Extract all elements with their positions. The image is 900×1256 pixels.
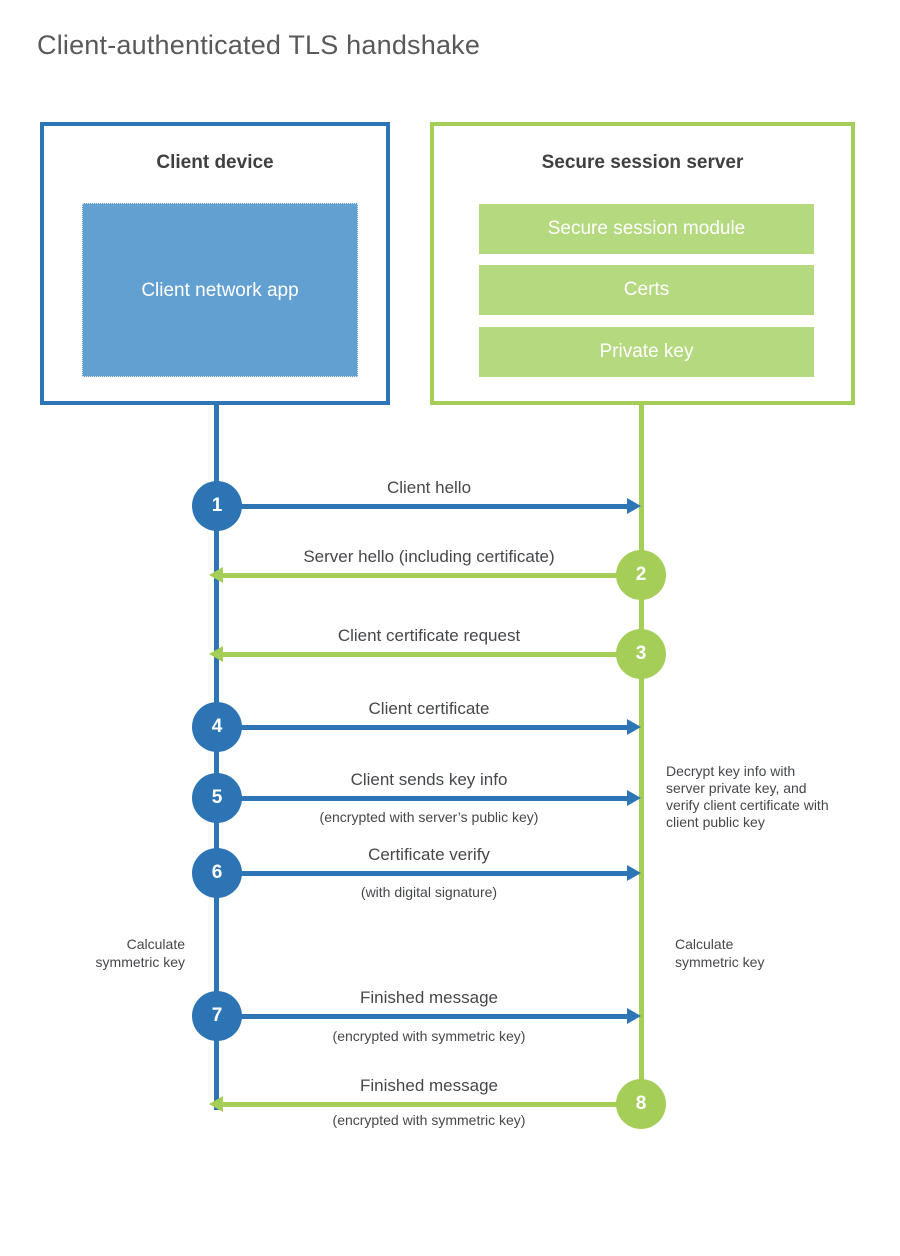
- step-circle-6: 6: [192, 848, 242, 898]
- arrow-left-icon: [209, 567, 223, 583]
- message-label: Certificate verify: [368, 845, 490, 864]
- message-arrow: [222, 652, 641, 657]
- calculate-symmetric-key-server: Calculate symmetric key: [675, 936, 765, 970]
- message-arrow: [222, 1102, 641, 1107]
- message-label: Client hello: [386, 478, 472, 497]
- message-sublabel: (with digital signature): [360, 884, 498, 900]
- server-module-certs: Certs: [479, 265, 814, 315]
- arrow-right-icon: [627, 1008, 641, 1024]
- step-circle-1: 1: [192, 481, 242, 531]
- message-sublabel: (encrypted with server’s public key): [319, 809, 539, 825]
- step-circle-3: 3: [616, 629, 666, 679]
- message-label: Client certificate: [368, 699, 490, 718]
- arrow-right-icon: [627, 498, 641, 514]
- message-label: Finished message: [360, 1076, 498, 1095]
- message-label: Server hello (including certificate): [303, 547, 555, 566]
- secure-session-server-box: Secure session server Secure session mod…: [430, 122, 855, 405]
- message-arrow: [217, 871, 629, 876]
- arrow-right-icon: [627, 865, 641, 881]
- calculate-symmetric-key-client: Calculate symmetric key: [95, 936, 185, 970]
- arrow-right-icon: [627, 790, 641, 806]
- message-arrow: [222, 573, 641, 578]
- step-circle-8: 8: [616, 1079, 666, 1129]
- message-sublabel: (encrypted with symmetric key): [332, 1112, 526, 1128]
- message-label: Client certificate request: [337, 626, 521, 645]
- server-module-private-key: Private key: [479, 327, 814, 377]
- message-arrow: [217, 796, 629, 801]
- client-device-box: Client device Client network app: [40, 122, 390, 405]
- arrow-right-icon: [627, 719, 641, 735]
- decrypt-key-note: Decrypt key info with server private key…: [666, 763, 829, 830]
- step-circle-7: 7: [192, 991, 242, 1041]
- client-lifeline: [214, 405, 219, 1110]
- server-module-secure-session-module: Secure session module: [479, 204, 814, 254]
- secure-session-server-title: Secure session server: [541, 152, 744, 173]
- arrow-left-icon: [209, 1096, 223, 1112]
- server-lifeline: [639, 405, 644, 1104]
- message-sublabel: (encrypted with symmetric key): [332, 1028, 526, 1044]
- client-device-title: Client device: [156, 152, 274, 173]
- message-arrow: [217, 504, 629, 509]
- client-network-app-box: Client network app: [82, 203, 358, 377]
- page-title: Client-authenticated TLS handshake: [37, 30, 481, 60]
- step-circle-4: 4: [192, 702, 242, 752]
- message-label: Finished message: [360, 988, 498, 1007]
- step-circle-2: 2: [616, 550, 666, 600]
- arrow-left-icon: [209, 646, 223, 662]
- message-arrow: [217, 1014, 629, 1019]
- message-arrow: [217, 725, 629, 730]
- message-label: Client sends key info: [350, 770, 508, 789]
- step-circle-5: 5: [192, 773, 242, 823]
